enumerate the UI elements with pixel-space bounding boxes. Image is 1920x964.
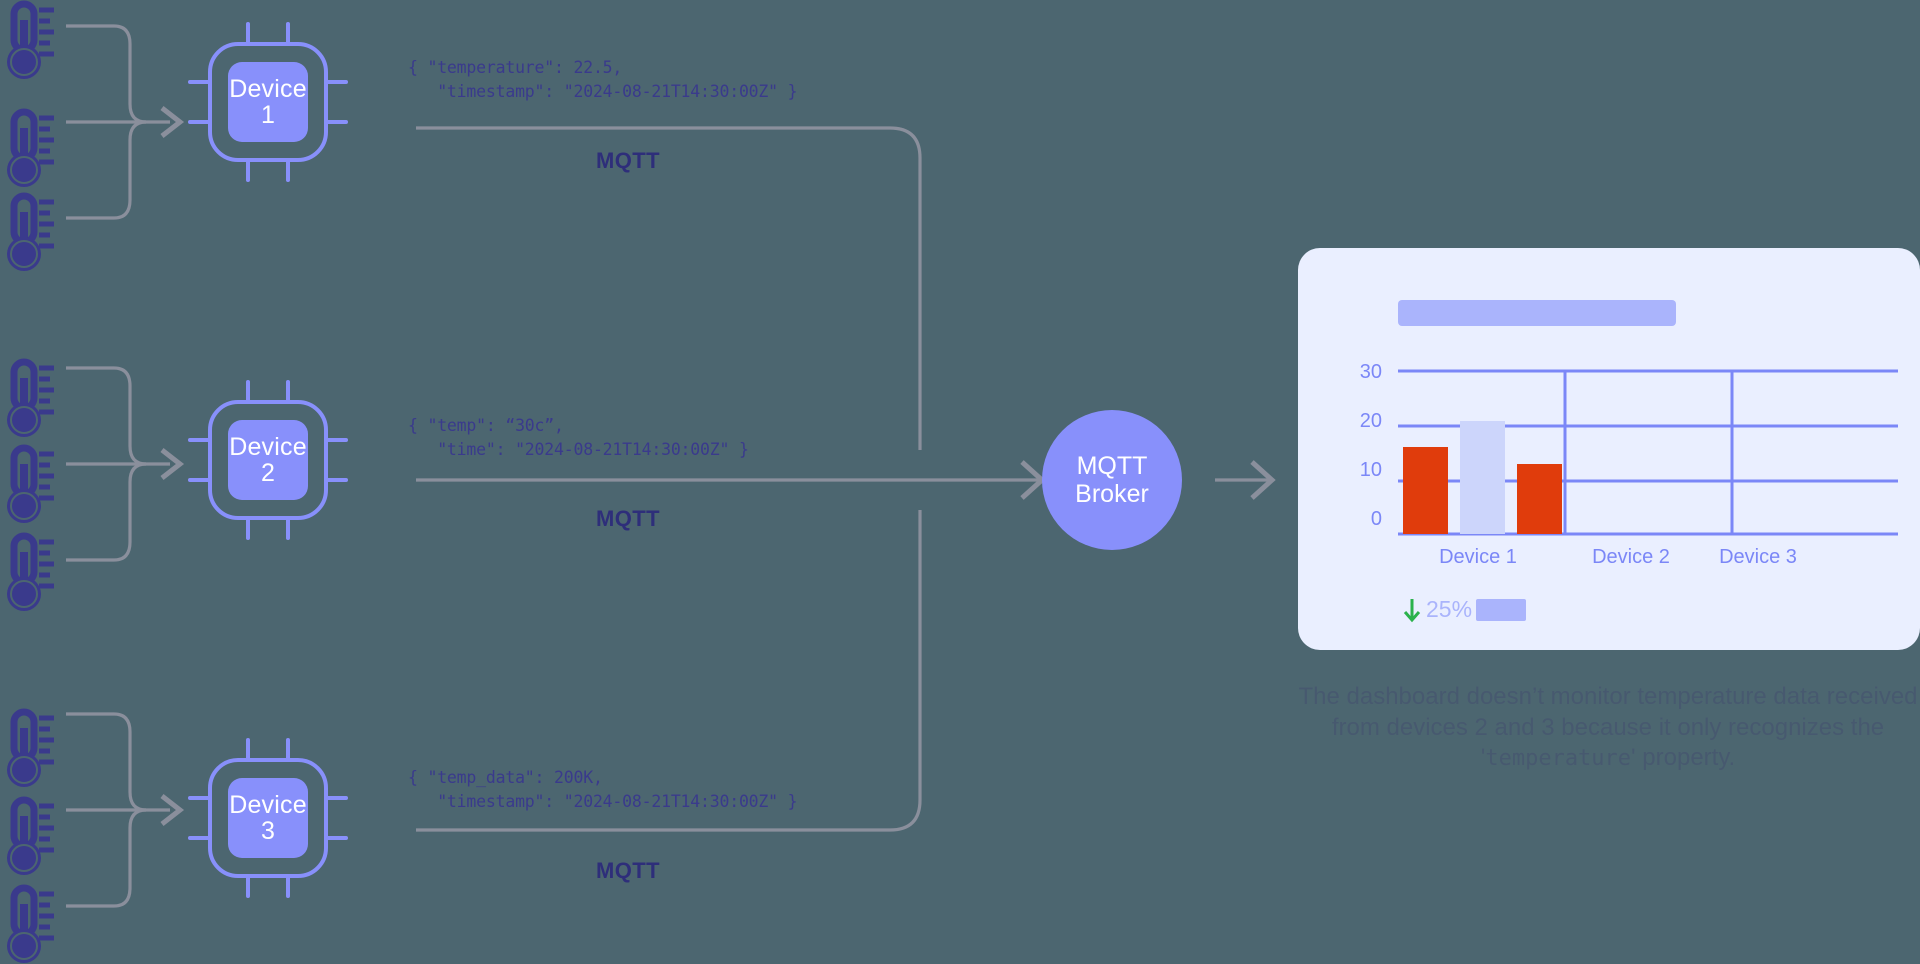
protocol-label-device-3: MQTT bbox=[596, 858, 660, 883]
chip-outline bbox=[208, 758, 328, 878]
thermometer-icon bbox=[7, 362, 54, 437]
sensor-merge-brace-1 bbox=[66, 26, 180, 218]
chip-pin bbox=[326, 80, 348, 84]
device-label-line2: 1 bbox=[260, 101, 276, 129]
caption-code: temperature bbox=[1485, 746, 1632, 772]
sensor-group-3 bbox=[7, 712, 180, 963]
thermometer-icon bbox=[7, 536, 54, 611]
chip-pin bbox=[246, 738, 250, 760]
chip-pin bbox=[326, 478, 348, 482]
chart-legend[interactable]: 25% bbox=[1402, 596, 1527, 623]
chip-pin bbox=[188, 80, 210, 84]
chip-pin bbox=[286, 518, 290, 540]
thermometer-icon bbox=[7, 196, 54, 271]
chip-pin bbox=[188, 120, 210, 124]
dashboard-title-placeholder bbox=[1398, 300, 1676, 326]
chip-pin bbox=[286, 876, 290, 898]
sensor-merge-brace-2 bbox=[66, 368, 180, 560]
chip-pin bbox=[188, 796, 210, 800]
protocol-label-device-1: MQTT bbox=[596, 148, 660, 173]
chart-bar bbox=[1403, 447, 1448, 534]
thermometer-icon bbox=[7, 112, 54, 187]
chip-core: Device 2 bbox=[228, 420, 308, 500]
chip-pin bbox=[188, 438, 210, 442]
dashboard-card[interactable]: 30 20 10 0 Device 1 Device 2 Device 3 bbox=[1298, 248, 1920, 650]
y-tick-label: 30 bbox=[1359, 361, 1382, 383]
y-tick-label: 10 bbox=[1359, 459, 1382, 481]
chip-pin bbox=[246, 876, 250, 898]
payload-device-2: { "temp": “30c”, "time": "2024-08-21T14:… bbox=[408, 416, 749, 459]
chip-pin bbox=[286, 22, 290, 44]
dashboard-caption: The dashboard doesn’t monitor temperatur… bbox=[1278, 682, 1920, 774]
thermometer-icon bbox=[7, 4, 54, 79]
sensor-merge-brace-3 bbox=[66, 714, 180, 906]
sensor-group-2 bbox=[7, 362, 180, 611]
sensor-group-1 bbox=[7, 4, 180, 271]
chip-pin bbox=[286, 738, 290, 760]
chip-pin bbox=[246, 22, 250, 44]
device-label-line1: Device bbox=[229, 74, 307, 103]
broker-label-line2: Broker bbox=[1075, 480, 1149, 508]
y-tick-label: 0 bbox=[1370, 508, 1382, 530]
chart-plot bbox=[1398, 369, 1898, 536]
x-category-label: Device 1 bbox=[1439, 546, 1517, 568]
arrow-down-icon bbox=[1403, 598, 1421, 622]
device-label-line1: Device bbox=[229, 790, 307, 819]
payload-device-3: { "temp_data": 200K, "timestamp": "2024-… bbox=[408, 768, 798, 811]
thermometer-icon bbox=[7, 800, 54, 875]
chip-core: Device 1 bbox=[228, 62, 308, 142]
chip-pin bbox=[246, 160, 250, 182]
mqtt-broker-node[interactable]: MQTT Broker bbox=[1042, 410, 1182, 550]
chart-bar bbox=[1517, 464, 1562, 534]
chip-outline bbox=[208, 42, 328, 162]
device-chip-3[interactable]: Device 3 bbox=[188, 738, 348, 898]
chip-pin bbox=[188, 836, 210, 840]
device-label-line1: Device bbox=[229, 432, 307, 461]
chart-bar bbox=[1460, 421, 1505, 534]
thermometer-icon bbox=[7, 448, 54, 523]
chip-outline bbox=[208, 400, 328, 520]
broker-label-line1: MQTT bbox=[1076, 452, 1148, 480]
caption-text-part1: The dashboard doesn’t monitor temperatur… bbox=[1298, 683, 1918, 772]
chip-pin bbox=[326, 836, 348, 840]
chip-pin bbox=[188, 478, 210, 482]
legend-swatch bbox=[1476, 598, 1527, 621]
chip-core: Device 3 bbox=[228, 778, 308, 858]
device-chip-1[interactable]: Device 1 bbox=[188, 22, 348, 182]
device-label-line2: 2 bbox=[260, 459, 276, 487]
payload-device-1: { "temperature": 22.5, "timestamp": "202… bbox=[408, 58, 798, 101]
device-label-line2: 3 bbox=[260, 817, 276, 845]
y-tick-label: 20 bbox=[1359, 410, 1382, 432]
x-category-label: Device 2 bbox=[1592, 546, 1670, 568]
chip-pin bbox=[326, 796, 348, 800]
protocol-label-device-2: MQTT bbox=[596, 506, 660, 531]
broker-to-dashboard-arrow bbox=[1215, 460, 1276, 500]
chip-pin bbox=[246, 380, 250, 402]
device-chip-2[interactable]: Device 2 bbox=[188, 380, 348, 540]
device-to-broker-lines bbox=[416, 126, 1040, 832]
chip-pin bbox=[286, 160, 290, 182]
thermometer-icon bbox=[7, 888, 54, 963]
chip-pin bbox=[326, 120, 348, 124]
legend-percent: 25% bbox=[1426, 596, 1473, 622]
thermometer-icon bbox=[7, 712, 54, 787]
caption-text-part2: ' property. bbox=[1631, 744, 1736, 772]
chip-pin bbox=[326, 438, 348, 442]
chip-pin bbox=[286, 380, 290, 402]
chip-pin bbox=[246, 518, 250, 540]
x-category-label: Device 3 bbox=[1719, 546, 1797, 568]
